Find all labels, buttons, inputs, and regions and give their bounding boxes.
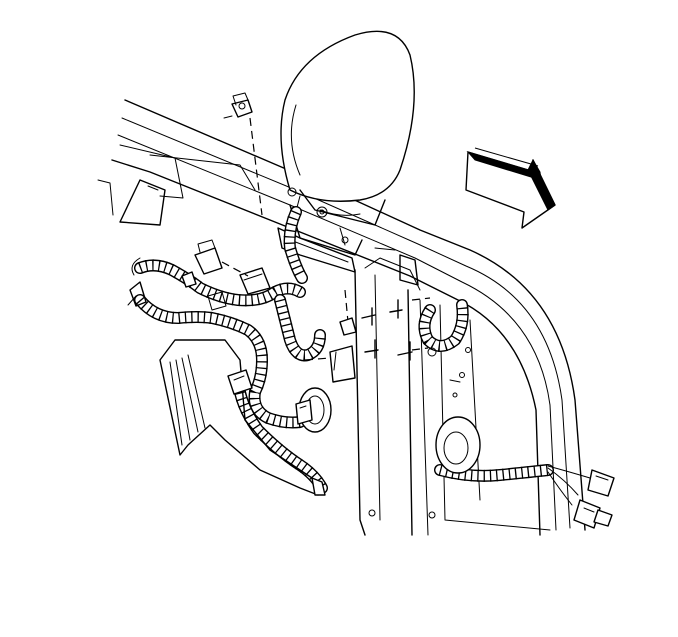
push-pin-retainer-top bbox=[223, 92, 263, 216]
seat-back-frame bbox=[97, 99, 586, 536]
seat-frame-channel bbox=[354, 247, 551, 536]
connector-lower-left bbox=[227, 369, 253, 395]
direction-arrow-icon bbox=[465, 147, 556, 229]
connector-right bbox=[547, 465, 615, 529]
grommet-left bbox=[295, 387, 332, 433]
grommet-right bbox=[435, 416, 481, 474]
side-trim-panel bbox=[159, 339, 326, 496]
push-pin-retainers-mid bbox=[304, 289, 437, 383]
headrest bbox=[280, 30, 415, 256]
